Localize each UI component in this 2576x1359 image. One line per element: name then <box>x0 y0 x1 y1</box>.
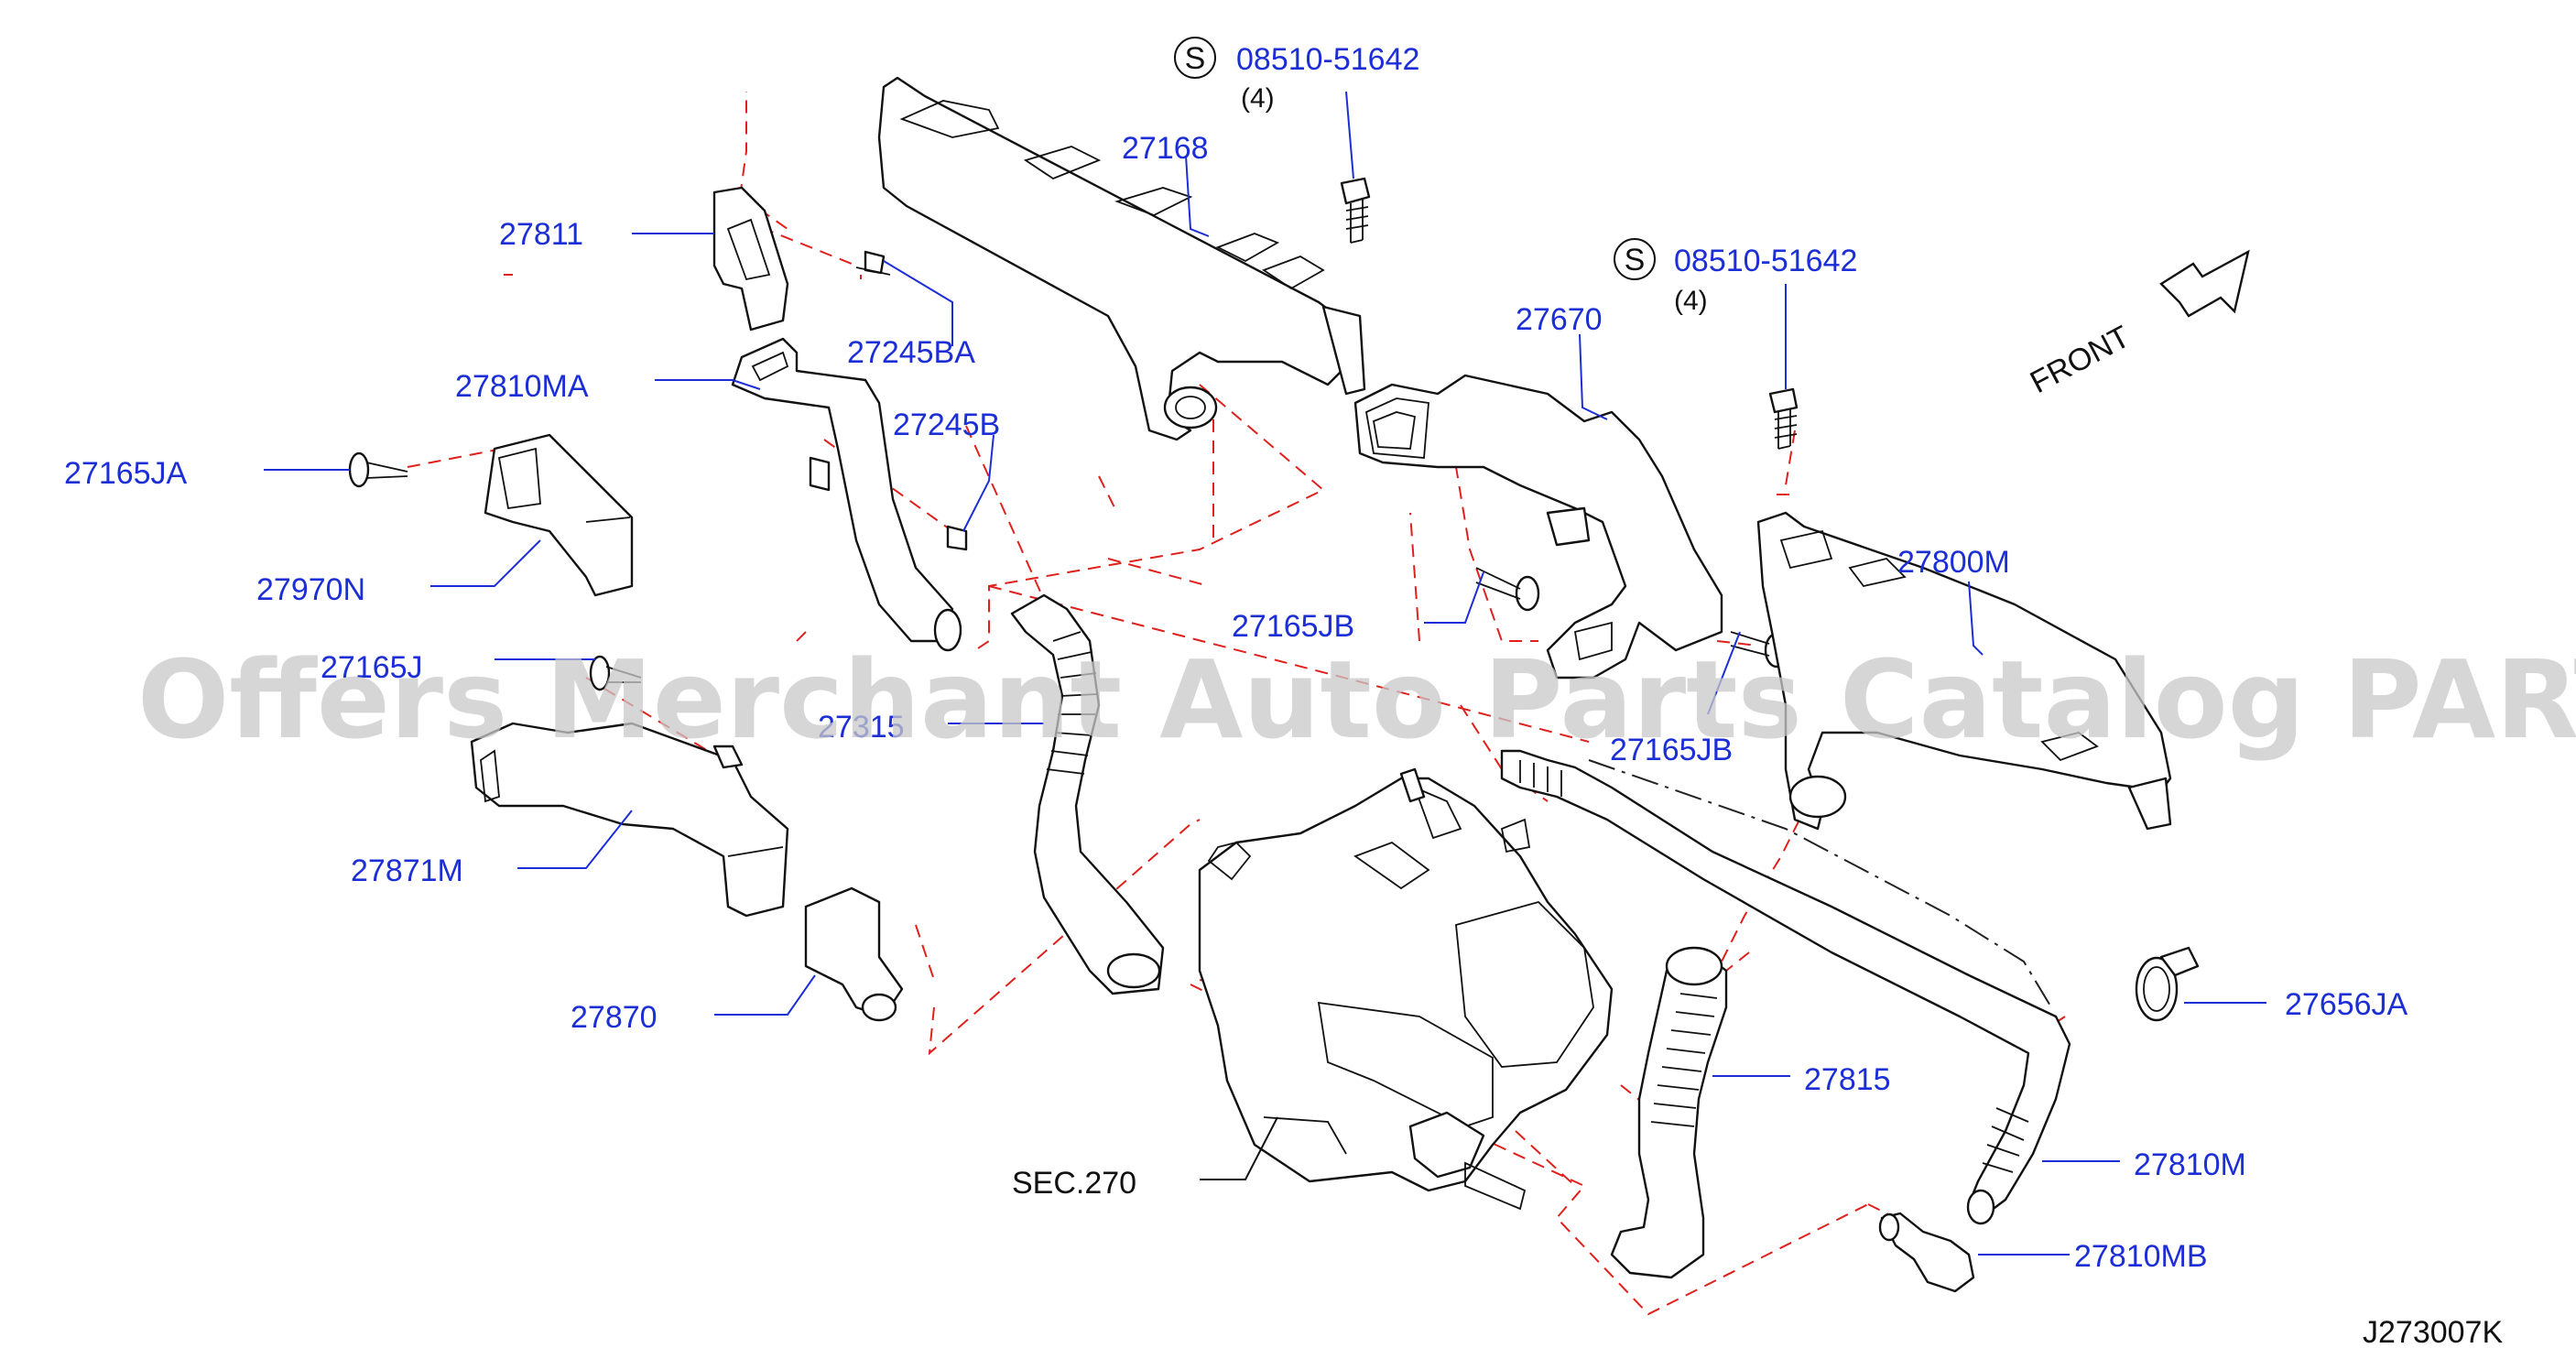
duct-27800M-drawing <box>1756 511 2172 831</box>
label-27811[interactable]: 27811 <box>499 217 583 252</box>
screw-left-qty: (4) <box>1241 83 1275 114</box>
elbow-27810MB-drawing <box>1878 1212 1975 1293</box>
hose-27815-drawing <box>1610 946 1728 1279</box>
label-27165JB-a[interactable]: 27165JB <box>1232 609 1354 644</box>
label-27168[interactable]: 27168 <box>1122 131 1209 166</box>
s-symbol-right: S <box>1625 243 1646 277</box>
screw-27165JA-drawing <box>348 451 408 488</box>
label-27245B[interactable]: 27245B <box>893 408 1000 442</box>
label-27800M[interactable]: 27800M <box>1897 545 2010 580</box>
label-27810MB[interactable]: 27810MB <box>2074 1239 2208 1274</box>
screw-08510-right-drawing <box>1768 387 1799 450</box>
hose-path-line <box>1588 759 2052 1008</box>
hose-27810M-drawing <box>1500 749 2071 1225</box>
s-symbol-left: S <box>1185 41 1206 76</box>
boot-27870-drawing <box>804 886 904 1022</box>
label-27656JA[interactable]: 27656JA <box>2285 987 2408 1022</box>
duct-27871M-drawing <box>470 722 789 918</box>
s-symbol-left-icon <box>1174 37 1216 79</box>
screw-spec-right: S 08510-51642 (4) <box>1614 238 1857 316</box>
duct-27168-drawing <box>877 76 1366 441</box>
part-labels: 27168 27811 27245BA 27810MA 27245B 27165… <box>64 131 2408 1274</box>
screw-right-part: 08510-51642 <box>1674 244 1857 278</box>
screw-right-qty: (4) <box>1674 286 1708 316</box>
clamp-27656JA-drawing <box>2135 946 2200 1022</box>
label-27815[interactable]: 27815 <box>1804 1062 1891 1097</box>
bracket-27811-drawing <box>712 186 789 332</box>
duct-27810MA-drawing <box>731 337 962 652</box>
screw-08510-left-drawing <box>1340 177 1371 244</box>
clip-27245B-drawing <box>946 525 968 551</box>
label-sec270[interactable]: SEC.270 <box>1012 1166 1136 1201</box>
duct-27670-drawing <box>1353 374 1723 680</box>
label-27245BA[interactable]: 27245BA <box>847 335 975 370</box>
label-27871M[interactable]: 27871M <box>351 853 463 888</box>
s-symbol-right-icon <box>1614 238 1656 280</box>
screw-27165J-drawing <box>589 655 642 691</box>
label-27810MA[interactable]: 27810MA <box>455 369 589 404</box>
label-27970N[interactable]: 27970N <box>256 572 365 607</box>
screw-left-part: 08510-51642 <box>1236 42 1419 77</box>
front-arrow-icon <box>2159 249 2250 318</box>
screw-spec-left: S 08510-51642 (4) <box>1174 37 1419 114</box>
label-27165JA[interactable]: 27165JA <box>64 456 188 491</box>
label-27315[interactable]: 27315 <box>818 710 905 745</box>
watermark: Offers Merchant Auto Parts Catalog PARTS… <box>137 636 2576 763</box>
duct-27970N-drawing <box>484 433 634 597</box>
front-indicator: FRONT <box>2025 249 2250 401</box>
heater-unit-drawing <box>1198 767 1614 1211</box>
label-27670[interactable]: 27670 <box>1516 302 1603 337</box>
diagram-id: J273007K <box>2363 1315 2503 1350</box>
hose-27315-drawing <box>1010 593 1165 995</box>
label-27165JB-b[interactable]: 27165JB <box>1610 733 1733 767</box>
leader-lines <box>264 91 2266 1256</box>
label-27870[interactable]: 27870 <box>571 1000 658 1035</box>
label-27810M[interactable]: 27810M <box>2134 1147 2246 1182</box>
screw-27165JB-a-drawing <box>1475 567 1540 612</box>
clip-27245BA-drawing <box>855 250 891 276</box>
front-label: FRONT <box>2025 320 2136 401</box>
label-27165J[interactable]: 27165J <box>321 650 423 685</box>
